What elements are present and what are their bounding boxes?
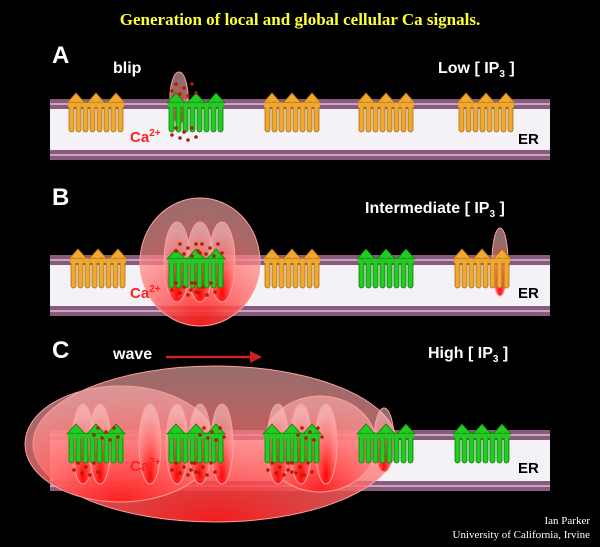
ip3-level-high: High [ IP3 ] (428, 345, 509, 366)
ions-up-3 (296, 426, 324, 442)
calcium-label-c: Ca2+ (130, 457, 161, 475)
er-label-a: ER (518, 131, 539, 148)
ions-c-3 (266, 461, 294, 477)
calcium-label-a: Ca2+ (130, 128, 161, 146)
ions-up-4 (198, 426, 226, 442)
ions-c-2 (189, 461, 217, 477)
channel-cluster-a-1 (166, 92, 226, 133)
credit-name: Ian Parker (544, 515, 590, 527)
channel-cluster-b-2 (262, 248, 322, 289)
credit-affiliation: University of California, Irvine (452, 529, 590, 541)
calcium-label-b: Ca2+ (130, 284, 161, 302)
channel-cluster-c-4 (452, 423, 512, 464)
wave-spike-2 (138, 403, 162, 485)
ions-b-1 (189, 281, 217, 297)
figure-title: Generation of local and global cellular … (119, 10, 481, 29)
panel-letter-b: B (52, 184, 70, 211)
ions-up-2 (174, 242, 202, 258)
er-label-c: ER (518, 460, 539, 477)
ions-a (170, 126, 198, 142)
channel-cluster-b-4 (452, 248, 512, 289)
channel-cluster-b-3 (356, 248, 416, 289)
channel-cluster-c-2 (262, 423, 322, 464)
ions-up-5 (92, 426, 120, 442)
ip3-level-low: Low [ IP3 ] (438, 60, 515, 81)
ip3-level-intermediate: Intermediate [ IP3 ] (365, 200, 505, 221)
ions-up-0 (170, 82, 198, 98)
ions-b-0 (170, 281, 198, 297)
panel-letter-c: C (52, 337, 70, 364)
ions-c-4 (286, 461, 314, 477)
blip-label: blip (113, 60, 142, 77)
ions-up-1 (196, 242, 224, 258)
ions-c-0 (72, 461, 100, 477)
panel-letter-a: A (52, 42, 70, 69)
er-label-b: ER (518, 285, 539, 302)
channel-cluster-a-0 (66, 92, 126, 133)
wave-label: wave (113, 346, 153, 363)
credit: Ian Parker University of California, Irv… (453, 514, 590, 542)
channel-cluster-a-2 (262, 92, 322, 133)
channel-cluster-b-0 (68, 248, 128, 289)
channel-cluster-b-1 (166, 248, 226, 289)
channel-cluster-c-0 (66, 423, 126, 464)
channel-cluster-a-4 (456, 92, 516, 133)
channel-cluster-c-3 (356, 423, 416, 464)
channel-cluster-a-3 (356, 92, 416, 133)
wave-direction-arrow (166, 351, 262, 363)
ions-c-1 (170, 461, 198, 477)
